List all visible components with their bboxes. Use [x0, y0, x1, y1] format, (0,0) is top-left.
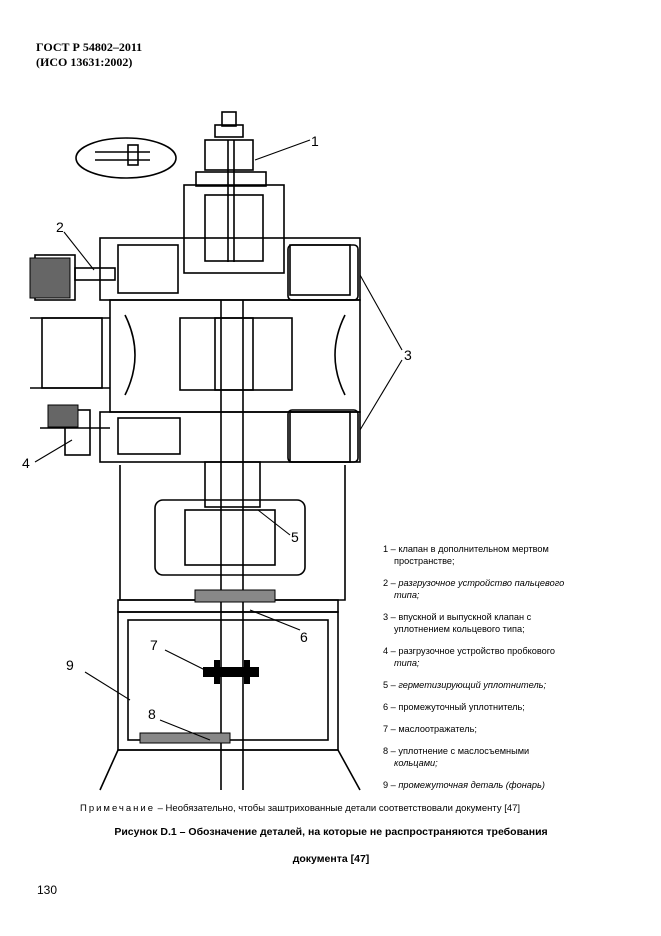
legend-item: 7 – маслоотражатель; — [383, 724, 477, 734]
legend-item: 1 – клапан в дополнительном мертвом прос… — [383, 543, 653, 567]
legend-item: 8 – уплотнение с маслосъемными кольцами; — [383, 745, 653, 769]
legend-text: впускной и выпускной клапан с — [398, 612, 532, 622]
legend-item: 3 – впускной и выпускной клапан с уплотн… — [383, 611, 653, 635]
legend-text: разгрузочное устройство пальцевого — [398, 578, 565, 588]
legend-text: промежуточный уплотнитель; — [398, 702, 525, 712]
legend-number: 8 — [383, 746, 389, 756]
figure-caption-line1: Рисунок D.1 – Обозначение деталей, на ко… — [114, 826, 548, 838]
legend-item: 6 – промежуточный уплотнитель; — [383, 702, 525, 712]
figure-note: Примечание – Необязательно, чтобы заштри… — [80, 803, 520, 814]
figure-caption-line2: документа [47] — [292, 853, 370, 865]
legend-number: 3 — [383, 612, 389, 622]
legend-text-cont: кольцами; — [394, 758, 438, 768]
callout-9: 9 — [66, 657, 74, 673]
legend-number: 7 — [383, 724, 389, 734]
legend-number: 9 — [383, 780, 389, 790]
legend-text-cont: типа; — [394, 590, 420, 600]
callout-6: 6 — [300, 629, 308, 645]
legend-item: 9 – промежуточная деталь (фонарь) — [383, 780, 545, 790]
legend-text-cont: уплотнением кольцевого типа; — [394, 624, 525, 634]
legend-number: 5 — [383, 680, 389, 690]
page-number: 130 — [37, 883, 58, 897]
callout-7: 7 — [150, 637, 158, 653]
callout-4: 4 — [22, 455, 30, 471]
legend-number: 6 — [383, 702, 389, 712]
figure-legend: 1 – клапан в дополнительном мертвом прос… — [383, 543, 653, 801]
legend-text: герметизирующий уплотнитель; — [398, 680, 547, 690]
legend-text: маслоотражатель; — [398, 724, 477, 734]
legend-text-cont: пространстве; — [394, 556, 455, 566]
legend-item: 4 – разгрузочное устройство пробкового т… — [383, 645, 653, 669]
legend-number: 1 — [383, 544, 389, 554]
compressor-cross-section-drawing: 1 2 3 4 5 6 7 8 9 — [22, 111, 412, 791]
note-text: – Необязательно, чтобы заштрихованные де… — [155, 803, 521, 814]
legend-item: 2 – разгрузочное устройство пальцевого т… — [383, 577, 653, 601]
doc-standard-number: ГОСТ Р 54802–2011 — [36, 40, 143, 54]
callout-3: 3 — [404, 347, 412, 363]
callout-8: 8 — [148, 706, 156, 722]
callout-1: 1 — [311, 133, 319, 149]
callout-5: 5 — [291, 529, 299, 545]
legend-item: 5 – герметизирующий уплотнитель; — [383, 680, 547, 690]
legend-text: разгрузочное устройство пробкового — [398, 646, 555, 656]
callout-2: 2 — [56, 219, 64, 235]
legend-text: уплотнение с маслосъемными — [398, 746, 530, 756]
note-label: Примечание — [80, 803, 155, 814]
legend-text: промежуточная деталь (фонарь) — [398, 780, 545, 790]
legend-number: 4 — [383, 646, 389, 656]
legend-text-cont: типа; — [394, 658, 420, 668]
doc-iso-number: (ИСО 13631:2002) — [36, 55, 133, 69]
legend-text: клапан в дополнительном мертвом — [398, 544, 549, 554]
legend-number: 2 — [383, 578, 389, 588]
